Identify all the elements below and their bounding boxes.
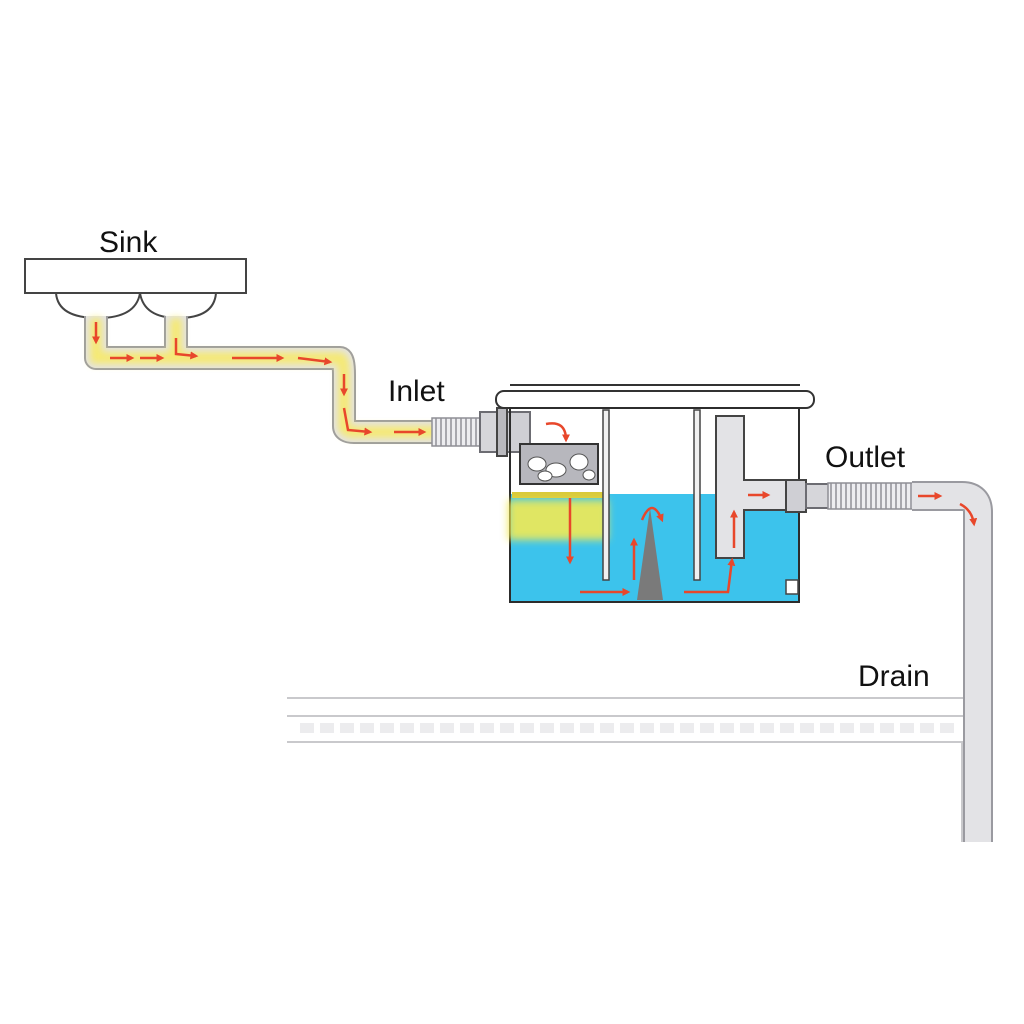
corrugated-hose-icon (827, 482, 915, 510)
flow-arrow-icon (342, 407, 373, 436)
flow-arrow-icon (174, 338, 199, 360)
inlet-label: Inlet (388, 375, 445, 408)
inlet-flange (496, 407, 508, 457)
floor-slab (287, 697, 983, 842)
flow-arrow-icon (959, 502, 978, 527)
sink-basin-icon (54, 292, 142, 320)
inlet-pipe (84, 316, 531, 457)
sink (24, 258, 247, 320)
sink-basin-icon (138, 292, 218, 320)
outlet-pipe (785, 479, 993, 842)
drain-label: Drain (858, 660, 930, 693)
grease-glow (508, 500, 608, 540)
grease-layer (512, 492, 604, 498)
baffle-middle (693, 409, 701, 581)
flow-arrow-icon (297, 356, 333, 366)
tank-lid (495, 390, 815, 409)
flow-arrow-icon (684, 557, 736, 594)
outlet-coupling (785, 479, 807, 513)
grease-trap-tank (495, 384, 815, 603)
corrugated-hose-icon (431, 417, 483, 447)
sink-label: Sink (99, 226, 158, 259)
flow-arrow-icon (545, 422, 570, 443)
sink-countertop (24, 258, 247, 294)
solids-basket-icon (519, 443, 599, 485)
flow-arrow-icon (640, 506, 664, 523)
drain-plug (785, 579, 799, 595)
center-weir (637, 508, 663, 600)
baffle-left (602, 409, 610, 581)
flow-arrows (91, 322, 978, 597)
outlet-label: Outlet (825, 441, 906, 474)
